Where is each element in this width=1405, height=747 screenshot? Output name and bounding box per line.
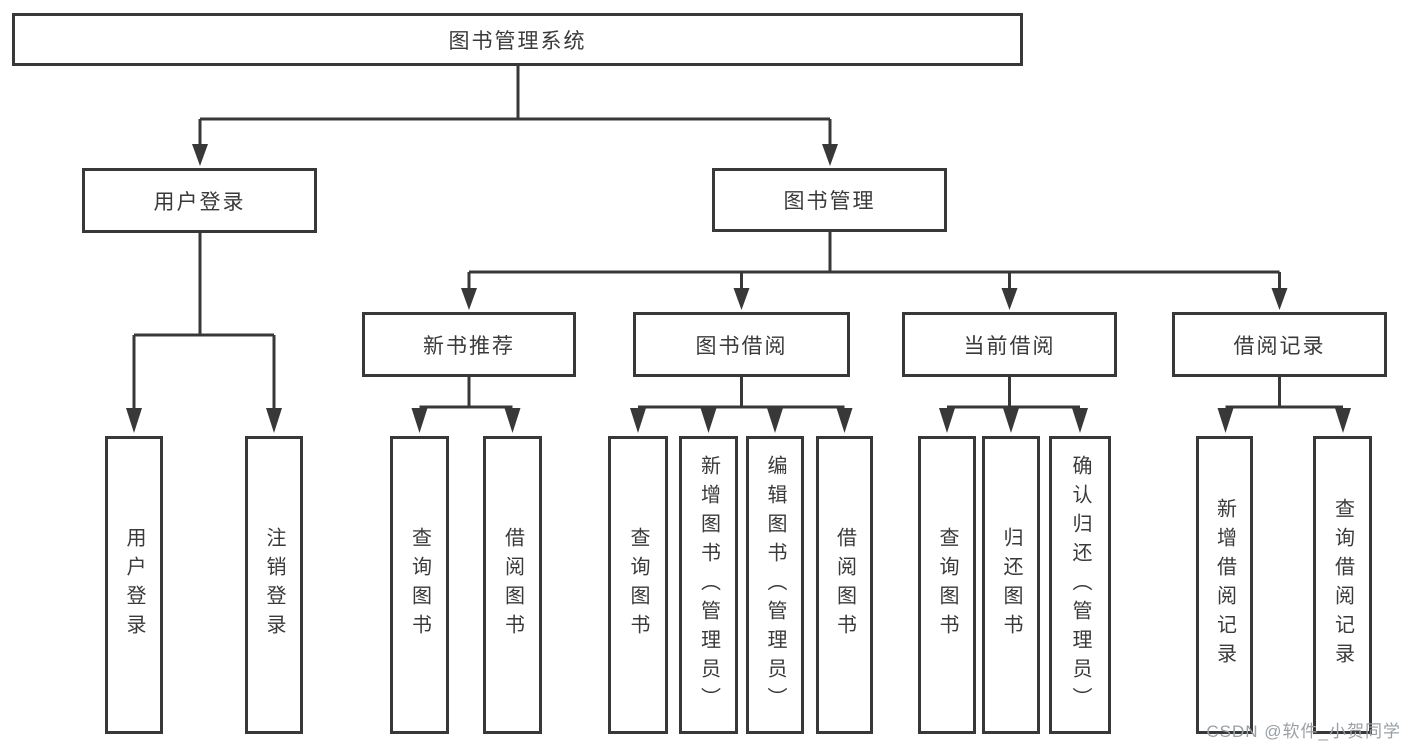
node-label: 图书借阅 <box>695 334 788 358</box>
node-label: 图书管理系统 <box>448 29 587 53</box>
node-library-management-system: 图书管理系统 <box>12 13 1023 66</box>
leaf-label: 查询图书 <box>408 527 431 643</box>
node-label: 新书推荐 <box>423 334 515 358</box>
leaf-logout: 注销登录 <box>245 436 303 734</box>
node-current-borrowing: 当前借阅 <box>902 312 1117 377</box>
leaf-add-borrow-record: 新增借阅记录 <box>1196 436 1253 734</box>
node-book-borrowing: 图书借阅 <box>633 312 850 377</box>
leaf-query-books: 查询图书 <box>390 436 449 734</box>
csdn-watermark: CSDN @软件_小贺同学 <box>1206 722 1401 741</box>
node-label: 借阅记录 <box>1233 334 1326 358</box>
node-user-login: 用户登录 <box>82 168 317 233</box>
node-label: 图书管理 <box>783 190 876 213</box>
leaf-label: 编辑图书（管理员） <box>764 454 786 716</box>
leaf-label: 新增图书（管理员） <box>697 454 720 716</box>
leaf-label: 查询图书 <box>627 527 649 643</box>
leaf-label: 借阅图书 <box>833 527 856 643</box>
node-book-management: 图书管理 <box>712 168 947 232</box>
leaf-borrow-books: 借阅图书 <box>816 436 873 734</box>
leaf-query-books: 查询图书 <box>918 436 976 734</box>
leaf-query-borrow-record: 查询借阅记录 <box>1313 436 1372 734</box>
leaf-add-books-admin: 新增图书（管理员） <box>679 436 738 734</box>
node-label: 用户登录 <box>153 190 246 214</box>
leaf-confirm-return-admin: 确认归还（管理员） <box>1049 436 1111 734</box>
leaf-label: 查询借阅记录 <box>1331 498 1354 672</box>
leaf-query-books: 查询图书 <box>608 436 668 734</box>
node-new-book-recommendation: 新书推荐 <box>362 312 576 377</box>
leaf-label: 查询图书 <box>936 527 958 643</box>
leaf-borrow-books: 借阅图书 <box>483 436 542 734</box>
leaf-label: 借阅图书 <box>501 527 524 643</box>
leaf-label: 确认归还（管理员） <box>1069 454 1091 716</box>
leaf-label: 用户登录 <box>123 527 145 643</box>
leaf-label: 新增借阅记录 <box>1213 498 1236 672</box>
leaf-edit-books-admin: 编辑图书（管理员） <box>746 436 804 734</box>
leaf-user-login: 用户登录 <box>105 436 163 734</box>
leaf-return-books: 归还图书 <box>982 436 1040 734</box>
leaf-label: 归还图书 <box>1000 527 1022 643</box>
node-borrowing-records: 借阅记录 <box>1172 312 1387 377</box>
node-label: 当前借阅 <box>963 334 1056 358</box>
leaf-label: 注销登录 <box>263 527 285 643</box>
